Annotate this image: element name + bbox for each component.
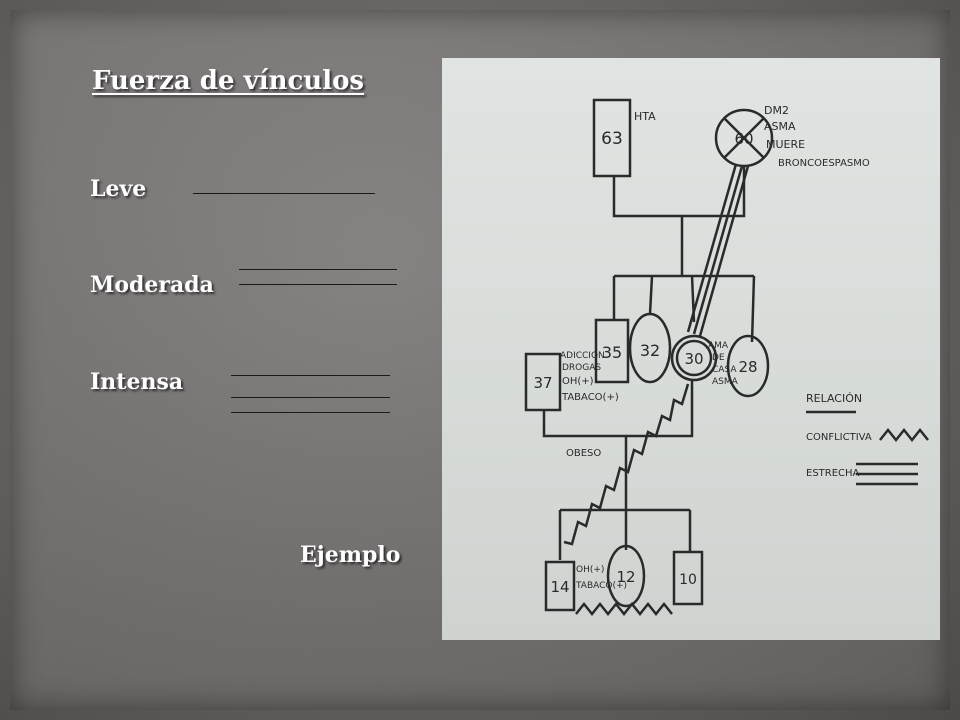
grandmother-age: 60 (734, 130, 753, 148)
bullet-item-moderada: Moderada (68, 272, 214, 298)
child-37-note-4: TABACO(+) (561, 392, 619, 403)
grandchild-14-age: 14 (550, 578, 569, 596)
grandchild-14-symbol (544, 560, 576, 612)
line-intensa-2 (231, 397, 390, 398)
bullet-item-intensa: Intensa (68, 369, 183, 395)
grandmother-note-2: ASMA (764, 120, 796, 133)
child-35-age: 35 (602, 343, 622, 362)
child-37-note-2: DROGAS (562, 363, 601, 373)
grandchild-12-age: 12 (616, 568, 635, 586)
bullet-label: Intensa (90, 369, 184, 395)
slide-title: Fuerza de vínculos (92, 66, 365, 96)
grandmother-note-4: BRONCOESPASMO (778, 158, 870, 169)
child-32-symbol (628, 312, 672, 384)
bullet-label: Moderada (90, 272, 214, 298)
child-30-note-1: AMA (708, 341, 729, 351)
child-30-symbol (670, 334, 718, 382)
bullet-item-leve: Leve (68, 176, 146, 202)
grandchild-12-symbol (606, 544, 646, 608)
line-intensa-1 (231, 375, 390, 376)
child-30-age: 30 (684, 350, 703, 368)
line-intensa-3 (231, 412, 390, 413)
grandchild-12-note-1: OH(+) (576, 565, 604, 575)
child-32-age: 32 (640, 341, 660, 360)
child-30-note-3: CASA (712, 365, 737, 375)
child-35-symbol (594, 318, 630, 384)
child-37-note-3: OH(+) (562, 376, 594, 387)
legend-conflictive: CONFLICTIVA (806, 432, 872, 443)
grandchild-10-symbol (672, 550, 704, 606)
child-37-note-1: ADICCION (560, 351, 605, 361)
grandmother-note-3: MUERE (766, 138, 805, 151)
line-moderada-2 (239, 284, 397, 285)
grandfather-age: 63 (601, 129, 623, 149)
child-30-note-4: ASMA (712, 377, 739, 387)
child-28-age: 28 (738, 358, 757, 376)
grandfather-note: HTA (634, 110, 656, 123)
child-28-symbol (726, 334, 770, 398)
legend-close: ESTRECHA (806, 468, 860, 479)
legend-title: RELACIÓN (806, 392, 862, 405)
line-leve (193, 193, 375, 194)
grandfather-symbol (592, 98, 632, 178)
genogram-drawing: 63 60 37 35 32 30 28 14 12 10 HTA DM2 AS… (524, 98, 929, 617)
grandchild-10-age: 10 (679, 572, 697, 588)
line-moderada-1 (239, 269, 397, 270)
genogram-photo: 63 60 37 35 32 30 28 14 12 10 HTA DM2 AS… (442, 58, 940, 640)
grandmother-note-1: DM2 (764, 104, 789, 117)
child-37-age: 37 (533, 374, 552, 392)
child-37-note-5: OBESO (566, 448, 601, 459)
grandchild-12-note-2: TABACO(+) (575, 581, 627, 591)
example-label: Ejemplo (300, 542, 401, 568)
child-30-note-2: DE (712, 353, 725, 363)
bullet-label: Leve (90, 176, 147, 202)
